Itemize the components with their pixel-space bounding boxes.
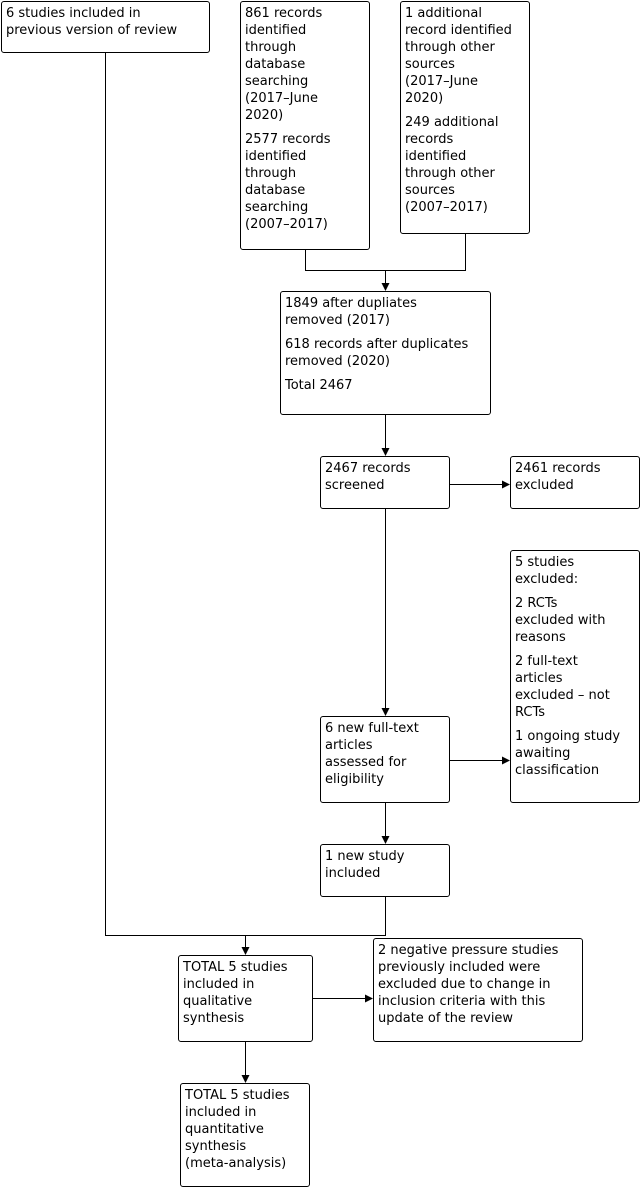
after-duplicates-box: 1849 after dupliates removed (2017) 618 … — [280, 291, 491, 415]
studies-excluded-box: 5 studies excluded: 2 RCTs excluded with… — [510, 550, 640, 803]
quantitative-synthesis-text: TOTAL 5 studies included in quantitative… — [185, 1088, 290, 1171]
records-excluded-text: 2461 records excluded — [515, 461, 601, 493]
studies-excluded-not-rcts-text: 2 full-text articles excluded – not RCTs — [515, 654, 610, 720]
records-screened-text: 2467 records screened — [325, 461, 411, 493]
full-text-text: 6 new full-text articles assessed for el… — [325, 721, 419, 787]
after-duplicates-2017-text: 1849 after dupliates removed (2017) — [285, 296, 417, 328]
after-duplicates-total-text: Total 2467 — [285, 378, 353, 393]
previous-review-text: 6 studies included in previous version o… — [6, 6, 178, 38]
other-sources-box: 1 additional record identified through o… — [400, 1, 530, 234]
negative-pressure-box: 2 negative pressure studies previously i… — [373, 938, 583, 1042]
full-text-box: 6 new full-text articles assessed for el… — [320, 716, 450, 803]
other-sources-2007-text: 249 additional records identified throug… — [405, 115, 499, 215]
new-study-box: 1 new study included — [320, 844, 450, 897]
new-study-text: 1 new study included — [325, 849, 405, 881]
quantitative-synthesis-box: TOTAL 5 studies included in quantitative… — [180, 1083, 310, 1187]
other-sources-2020-text: 1 additional record identified through o… — [405, 6, 512, 106]
database-2007-text: 2577 records identified through database… — [245, 132, 331, 232]
records-screened-box: 2467 records screened — [320, 456, 450, 509]
qualitative-synthesis-text: TOTAL 5 studies included in qualitative … — [183, 960, 288, 1026]
negative-pressure-text: 2 negative pressure studies previously i… — [378, 943, 559, 1026]
studies-excluded-ongoing-text: 1 ongoing study awaiting classification — [515, 729, 621, 778]
after-duplicates-2020-text: 618 records after duplicates removed (20… — [285, 337, 469, 369]
studies-excluded-rcts-text: 2 RCTs excluded with reasons — [515, 596, 606, 645]
qualitative-synthesis-box: TOTAL 5 studies included in qualitative … — [178, 955, 313, 1042]
records-excluded-box: 2461 records excluded — [510, 456, 640, 509]
database-2020-text: 861 records identified through database … — [245, 6, 323, 123]
previous-review-box: 6 studies included in previous version o… — [1, 1, 210, 53]
studies-excluded-heading: 5 studies excluded: — [515, 555, 579, 587]
database-search-box: 861 records identified through database … — [240, 1, 370, 250]
